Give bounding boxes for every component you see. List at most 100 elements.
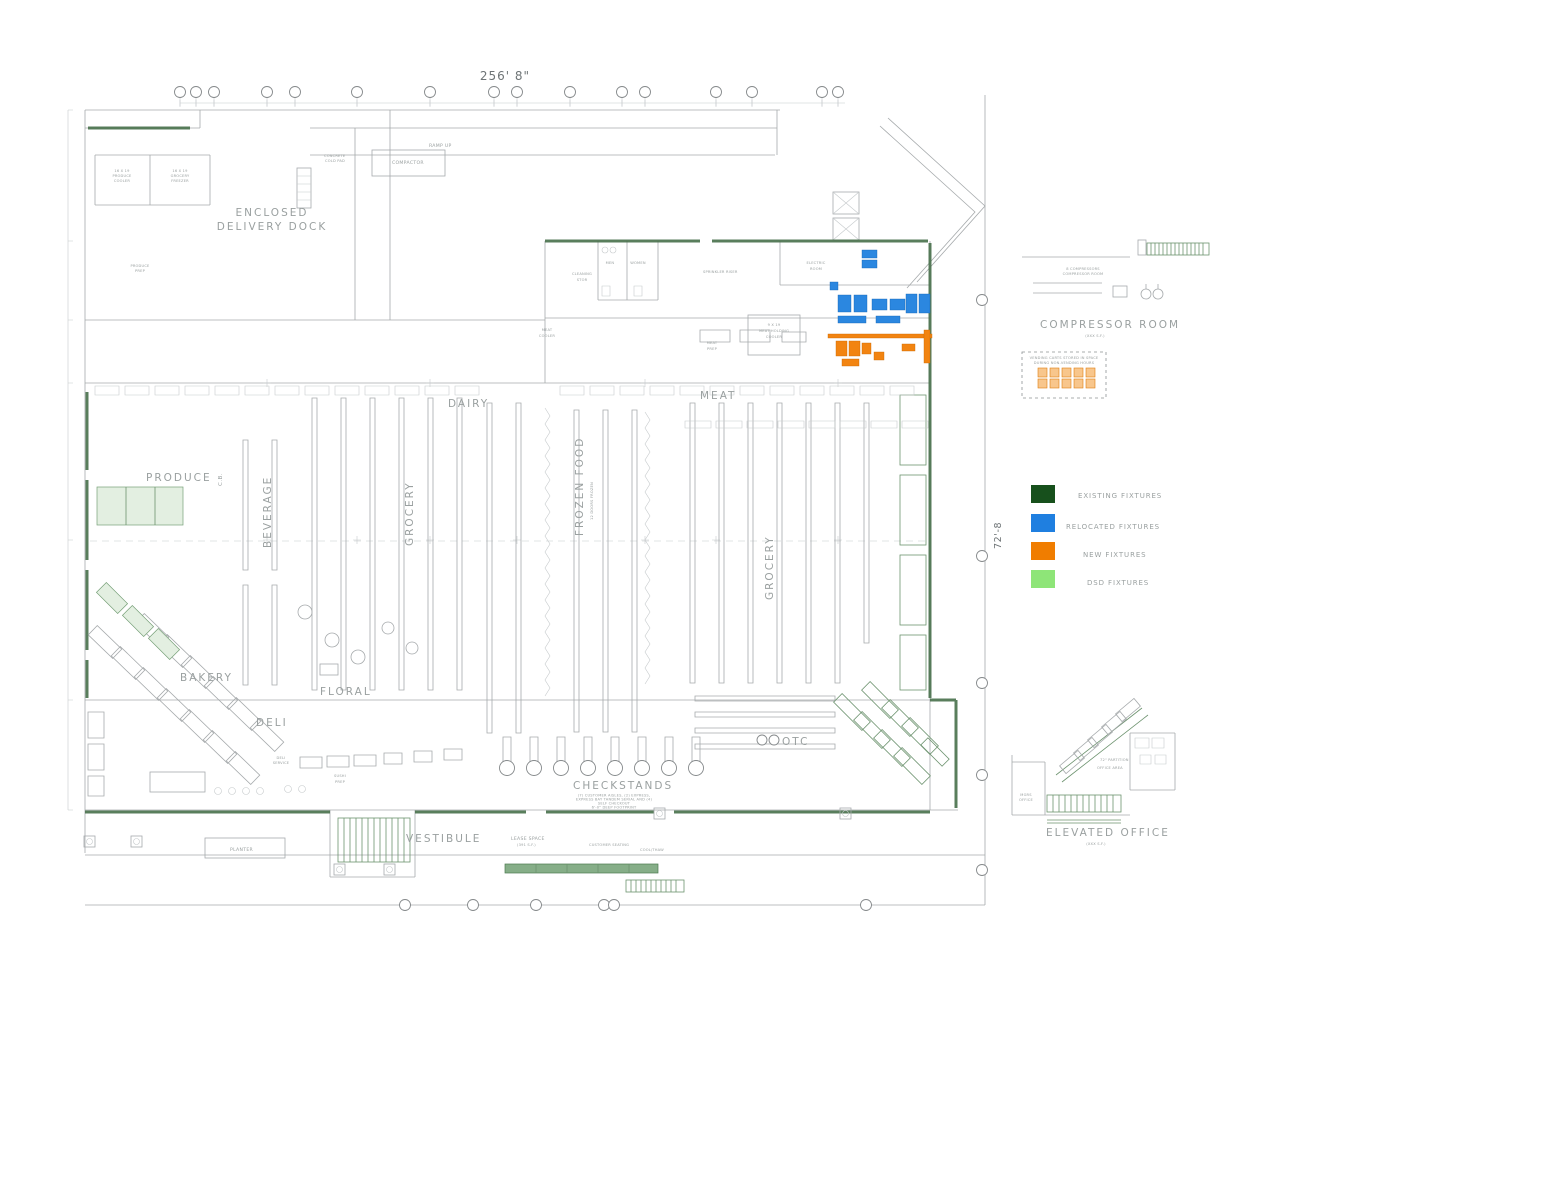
- label-men: MEN: [606, 261, 615, 265]
- label-meat-cooler-1: MEAT: [542, 328, 553, 332]
- cart-storage-note-box: [1021, 351, 1107, 399]
- compressor-small-2: COMPRESSOR ROOM: [1063, 272, 1104, 276]
- office-title: ELEVATED OFFICE: [1046, 827, 1170, 839]
- label-lease-2: (391 S.F.): [517, 843, 536, 847]
- label-floral: FLORAL: [320, 686, 372, 698]
- label-meat-cooler-2: COOLER: [539, 334, 555, 338]
- label-electric-2: ROOM: [810, 267, 822, 271]
- label-sprinkler: SPRINKLER RISER: [703, 270, 738, 274]
- label-meat-holding-3: COOLER: [766, 335, 782, 339]
- text-labels: 256' 8" 72'-8 ENCLOSED DELIVERY DOCK PRO…: [112, 69, 1180, 853]
- office-sub: (XXX S.F.): [1086, 842, 1106, 846]
- storefront-columns: [83, 807, 852, 876]
- right-wall-shelving: [899, 394, 927, 691]
- label-grocery-freezer-3: FREEZER: [171, 179, 189, 183]
- relocated-blue-fixtures: [829, 249, 931, 324]
- right-dimension: 72'-8: [993, 522, 1004, 549]
- label-dairy: DAIRY: [448, 398, 489, 410]
- compressor-room-detail: [1022, 239, 1210, 300]
- label-otc: OTC: [782, 736, 809, 748]
- label-produce-prep-2: PREP: [135, 269, 146, 273]
- label-frozen-food: FROZEN FOOD: [574, 437, 586, 536]
- backroom-fixtures: [601, 246, 807, 343]
- label-grocery-freezer-1: 16 X 19: [172, 169, 188, 173]
- label-deli: DELI: [256, 717, 288, 729]
- entry-mat: [625, 879, 685, 893]
- label-produce-cooler-2: PRODUCE: [112, 174, 132, 178]
- label-ramp-up: RAMP UP: [429, 143, 452, 149]
- label-women: WOMEN: [630, 261, 646, 265]
- checkstand-note-4: 6'-0" DEEP FOOTPRINT: [592, 806, 637, 810]
- note-box-line2: DURING NON-VENDING HOURS: [1034, 361, 1095, 365]
- column-grid-bubbles: [174, 86, 988, 911]
- storefront-fixtures: [83, 807, 852, 893]
- legend-label-existing: EXISTING FIXTURES: [1078, 492, 1162, 500]
- wall-case-band: [94, 385, 929, 429]
- checkstand-note-3: SELF CHECKOUT: [598, 802, 631, 806]
- label-concrete-1: CONCRETE: [324, 154, 346, 158]
- label-concrete-2: COLD PAD: [325, 159, 345, 163]
- label-beverage: BEVERAGE: [262, 476, 274, 548]
- office-stairs: [1046, 794, 1122, 813]
- dock-stair: [296, 167, 312, 209]
- legend-swatch-relocated: [1031, 514, 1055, 532]
- label-lease-1: LEASE SPACE: [511, 836, 545, 842]
- compressor-title: COMPRESSOR ROOM: [1040, 319, 1180, 331]
- label-cb: C.B.: [218, 473, 224, 486]
- dimension-ticks: [67, 100, 845, 811]
- legend-swatch-existing: [1031, 485, 1055, 503]
- checkstand-lanes: [499, 734, 780, 776]
- planter-outline: [204, 837, 286, 859]
- label-grocery-freezer-2: GROCERY: [171, 174, 190, 178]
- existing-green-walls: [85, 126, 958, 814]
- entry-walk-belt: [504, 863, 659, 874]
- bakery-deli-diagonal-fixtures: [87, 612, 285, 786]
- corner-canopy-diagonals: [879, 117, 986, 289]
- legend-label-dsd: DSD FIXTURES: [1087, 579, 1149, 587]
- office-partition-label: 72" PARTITION: [1100, 758, 1129, 762]
- label-produce-prep-1: PRODUCE: [130, 264, 150, 268]
- label-produce-cooler-3: COOLER: [114, 179, 130, 183]
- legend-swatch-dsd: [1031, 570, 1055, 588]
- column-crosses: [263, 379, 842, 544]
- dock-leveler-boxes: [832, 191, 860, 241]
- label-enclosed-2: DELIVERY DOCK: [217, 221, 327, 233]
- label-meat-holding-1: 9 X 19: [768, 323, 781, 327]
- label-produce-cooler-1: 16 X 19: [114, 169, 130, 173]
- legend-label-relocated: RELOCATED FIXTURES: [1066, 523, 1160, 531]
- otc-pharmacy-diagonal-fixtures: [833, 681, 950, 785]
- label-grocery-left: GROCERY: [404, 481, 416, 546]
- checkstand-note-2: EXPRESS BAY TANDEM SERIAL AND (4): [576, 798, 653, 802]
- label-meat-prep-1: MEAT: [707, 341, 718, 345]
- checkstand-note-1: (7) CUSTOMER AISLES, (2) EXPRESS,: [578, 794, 651, 798]
- floral-tables: [297, 604, 419, 676]
- new-orange-fixtures: [827, 329, 933, 367]
- deli-counter-fixtures: [87, 711, 463, 797]
- label-seating: CUSTOMER SEATING: [589, 843, 629, 847]
- label-deli-service-2: SERVICE: [273, 761, 290, 765]
- label-bakery: BAKERY: [180, 672, 233, 684]
- label-meat-holding-2: MEAT HOLDING: [759, 329, 789, 333]
- meat-holding-cooler-outline: [747, 314, 801, 356]
- gondola-aisles: [94, 385, 929, 750]
- legend-swatch-new: [1031, 542, 1055, 560]
- label-planter: PLANTER: [230, 847, 254, 853]
- label-cleaning-2: STOR: [577, 278, 588, 282]
- office-area-label: OFFICE AREA: [1097, 766, 1123, 770]
- legend: EXISTING FIXTURES RELOCATED FIXTURES NEW…: [1031, 485, 1162, 588]
- label-produce: PRODUCE: [146, 472, 212, 484]
- label-enclosed-1: ENCLOSED: [236, 207, 309, 219]
- label-cool-thaw: COOL/THAW: [640, 848, 664, 852]
- label-checkstands: CHECKSTANDS: [573, 780, 673, 792]
- legend-label-new: NEW FIXTURES: [1083, 551, 1147, 559]
- label-grocery-right: GROCERY: [764, 535, 776, 600]
- label-meat: MEAT: [700, 390, 736, 402]
- label-compactor: COMPACTOR: [392, 160, 424, 166]
- label-electric-1: ELECTRIC: [807, 261, 826, 265]
- frozen-case-zigzag: [544, 407, 651, 697]
- office-mgrs-2: OFFICE: [1019, 798, 1034, 802]
- label-sushi-1: SUSHI: [334, 774, 346, 778]
- office-mgrs-1: MGRS: [1020, 793, 1032, 797]
